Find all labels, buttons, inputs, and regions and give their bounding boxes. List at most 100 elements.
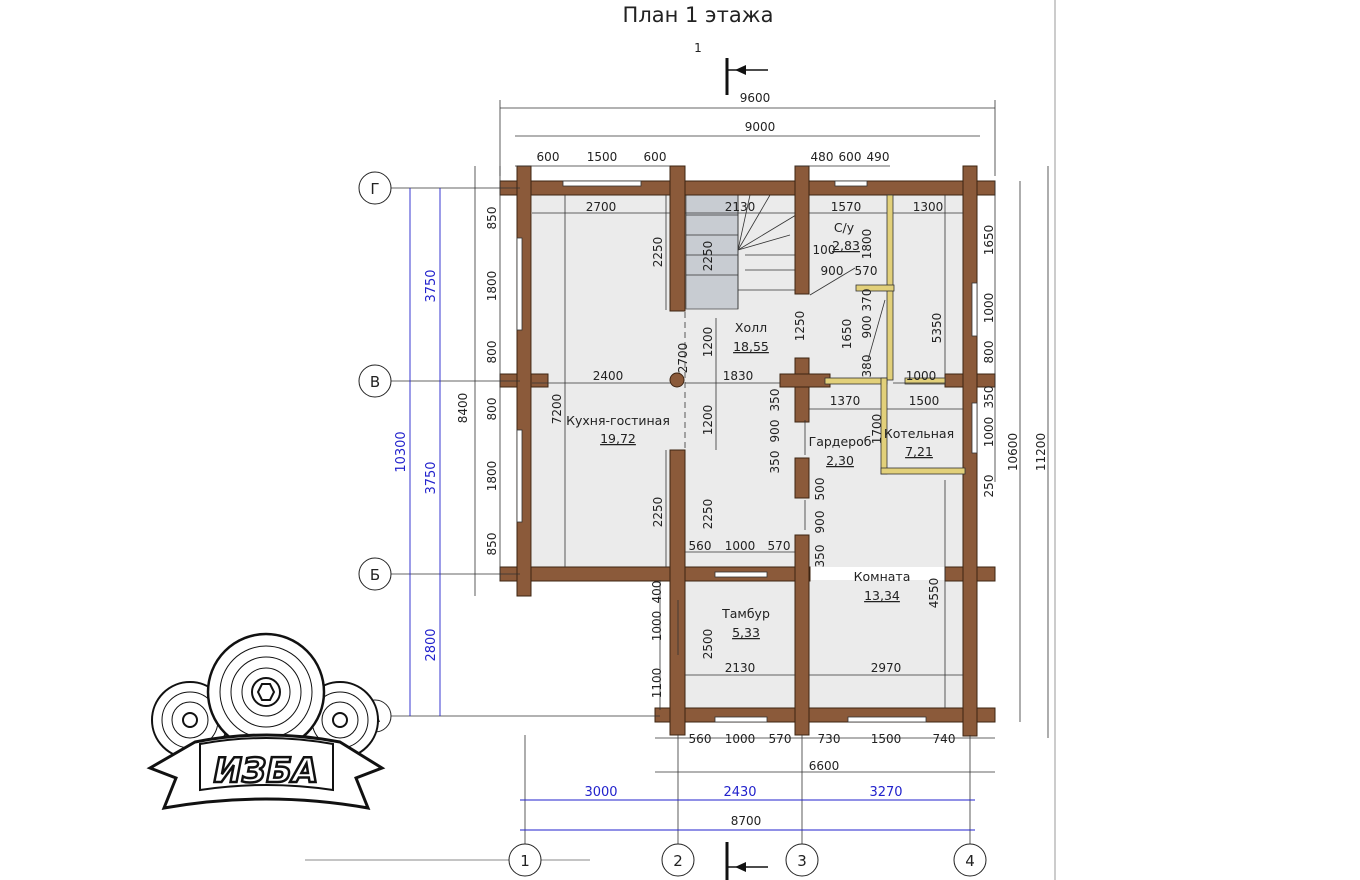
- section-label: 1: [694, 41, 702, 55]
- dim-left-axis-span: 3750: [424, 269, 439, 302]
- axis-label-col: 4: [965, 852, 975, 870]
- dim-corridor-a: 1650: [840, 319, 854, 350]
- room-name-wardrobe: Гардероб: [809, 434, 872, 449]
- dim-left-wall: 1800: [485, 461, 499, 492]
- room-name-bedroom: Комната: [854, 569, 911, 584]
- dim-kitchen-upper: 2250: [651, 237, 665, 268]
- dim-hall-height: 2700: [676, 343, 690, 374]
- dim-kitchen-height: 7200: [550, 394, 564, 425]
- dim-left-wall: 1800: [485, 271, 499, 302]
- dim-room-width: 2970: [871, 661, 902, 675]
- dim-top-left-window: 600: [644, 150, 667, 164]
- dim-right-wall: 1000: [982, 417, 996, 448]
- dim-wc-height: 1800: [860, 229, 874, 260]
- dim-top-overall: 9600: [740, 91, 771, 105]
- dim-tambur-left: 1000: [650, 611, 664, 642]
- dim-top-right-window: 490: [867, 150, 890, 164]
- dim-hall-lower-height: 2250: [701, 499, 715, 530]
- room-name-hall: Холл: [735, 320, 767, 335]
- dim-room-door: 900: [813, 511, 827, 534]
- dim-left-wall: 800: [485, 341, 499, 364]
- dim-right-overall: 11200: [1034, 433, 1048, 471]
- axis-label-col: 2: [673, 852, 683, 870]
- dim-top-right-window: 600: [839, 150, 862, 164]
- dim-tambur-door: 1000: [725, 539, 756, 553]
- dim-wc-width: 1570: [831, 200, 862, 214]
- dim-kitchen-width-mid: 2400: [593, 369, 624, 383]
- dim-hall-right: 1250: [793, 311, 807, 342]
- dim-left-axis-span: 3750: [424, 461, 439, 494]
- dim-top-inner: 9000: [745, 120, 776, 134]
- dim-left-axis-total: 10300: [394, 431, 409, 472]
- dim-bottom-axis-span: 3270: [869, 785, 902, 800]
- dim-kitchen-width-top: 2700: [586, 200, 617, 214]
- dim-bottom-window-left: 1000: [725, 732, 756, 746]
- room-name-wc: С/у: [834, 220, 855, 235]
- section-marker-top: [725, 58, 768, 95]
- dim-tambur-width: 2130: [725, 661, 756, 675]
- dim-tambur-door: 570: [768, 539, 791, 553]
- dimension-lines-right: [994, 166, 1049, 738]
- axis-label-row: Г: [370, 180, 379, 198]
- dim-bottom-axis-total: 8700: [731, 814, 762, 828]
- floor-fill: [532, 195, 967, 708]
- axis-label-col: 1: [520, 852, 530, 870]
- dimension-lines-bottom: [520, 737, 995, 831]
- dim-bottom-window-left: 560: [689, 732, 712, 746]
- dim-room-door: 500: [813, 478, 827, 501]
- dim-boiler-width: 1500: [909, 394, 940, 408]
- dim-wardrobe-door: 900: [768, 420, 782, 443]
- dim-boiler-top-width: 1000: [906, 369, 937, 383]
- dim-right-wall: 1000: [982, 293, 996, 324]
- dim-bottom-window-right: 740: [933, 732, 956, 746]
- hall-centerlines: [669, 312, 686, 450]
- dim-left-overall: 8400: [456, 393, 470, 424]
- room-area-boiler: 7,21: [905, 444, 933, 459]
- room-area-kitchen: 19,72: [600, 431, 636, 446]
- dim-bottom-window-right: 1500: [871, 732, 902, 746]
- room-area-wardrobe: 2,30: [826, 453, 854, 468]
- staircase: [685, 194, 797, 310]
- room-area-hall: 18,55: [733, 339, 769, 354]
- dim-room-door: 350: [813, 545, 827, 568]
- room-area-tambur: 5,33: [732, 625, 760, 640]
- dim-tambur-left: 1100: [650, 668, 664, 699]
- izba-logo: ИЗБА: [146, 632, 386, 810]
- dim-wardrobe-width: 1370: [830, 394, 861, 408]
- dim-wardrobe-door: 350: [768, 451, 782, 474]
- section-marker-bottom: [725, 842, 768, 880]
- dim-top-left-window: 1500: [587, 150, 618, 164]
- logo-text: ИЗБА: [214, 751, 319, 791]
- dim-wardrobe-height: 1700: [870, 414, 884, 445]
- dim-corridor-b: 900: [860, 316, 874, 339]
- dimension-lines-interior: [532, 195, 963, 708]
- dim-tambur-height: 2500: [701, 629, 715, 660]
- dim-corridor-d: 380: [860, 355, 874, 378]
- dim-wc-door-c: 570: [855, 264, 878, 278]
- dim-hall-lower: 1200: [701, 405, 715, 436]
- dim-left-axis-span: 2800: [424, 628, 439, 661]
- dim-bottom-axis-span: 3000: [584, 785, 617, 800]
- dim-hall-mid-width: 1830: [723, 369, 754, 383]
- dim-bottom-window-right: 730: [818, 732, 841, 746]
- dim-stair-width: 2130: [725, 200, 756, 214]
- plan-title: План 1 этажа: [623, 3, 774, 27]
- dim-bottom-axis-span: 2430: [723, 785, 756, 800]
- dim-kitchen-lower: 2250: [651, 497, 665, 528]
- dim-bottom-overall: 6600: [809, 759, 840, 773]
- dim-right-height: 5350: [930, 313, 944, 344]
- partitions: [824, 194, 966, 475]
- dim-wc-door-a: 100: [813, 243, 836, 257]
- axis-label-row: Б: [370, 566, 380, 584]
- dim-hall-upper: 1200: [701, 327, 715, 358]
- dim-room-height: 4550: [927, 578, 941, 609]
- windows: [516, 180, 978, 723]
- dim-right-wall: 1650: [982, 225, 996, 256]
- dim-right-wall: 800: [982, 341, 996, 364]
- dim-corridor-c: 370: [860, 289, 874, 312]
- dim-right-wall: 250: [982, 475, 996, 498]
- axis-label-col: 3: [797, 852, 807, 870]
- dim-top-right-window: 480: [811, 150, 834, 164]
- dim-wc-door-b: 900: [821, 264, 844, 278]
